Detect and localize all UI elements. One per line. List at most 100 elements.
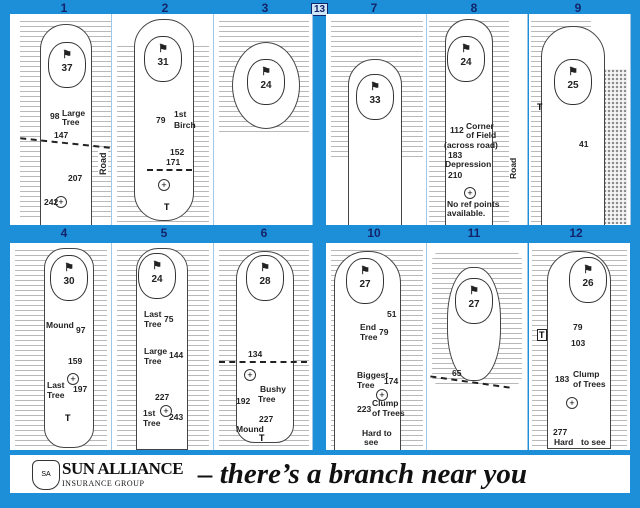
tee-marker: T bbox=[537, 329, 547, 341]
label: Tree bbox=[47, 390, 65, 400]
green-length: 24 bbox=[151, 274, 163, 285]
green: ⚑ 26 bbox=[569, 257, 607, 303]
flag-icon: ⚑ bbox=[583, 264, 593, 276]
label: of Trees bbox=[372, 408, 405, 418]
target-icon: + bbox=[55, 196, 67, 208]
label: 192 bbox=[236, 396, 251, 406]
label: 227 bbox=[155, 392, 170, 402]
hole-number: 1 bbox=[60, 1, 68, 15]
label: 174 bbox=[384, 376, 399, 386]
target-icon: + bbox=[376, 389, 388, 401]
flag-icon: ⚑ bbox=[158, 43, 168, 55]
label: 277 bbox=[553, 427, 568, 437]
green: ⚑28 bbox=[246, 255, 284, 301]
label: Tree bbox=[144, 319, 162, 329]
label: Mound bbox=[46, 320, 74, 330]
label: Large bbox=[144, 346, 168, 356]
label: Tree bbox=[144, 356, 162, 366]
hole-number: 6 bbox=[260, 226, 268, 240]
label: of Field bbox=[466, 130, 497, 140]
hole-number: 12 bbox=[569, 226, 583, 240]
green-length: 24 bbox=[460, 57, 472, 68]
tee-marker: T bbox=[164, 202, 170, 212]
label: 79 bbox=[573, 322, 583, 332]
brand-subtitle: INSURANCE GROUP bbox=[62, 479, 145, 488]
label: 41 bbox=[579, 139, 589, 149]
green: ⚑24 bbox=[247, 59, 285, 105]
label: Birch bbox=[174, 120, 196, 130]
label: Hard to bbox=[362, 428, 392, 438]
label: to see bbox=[581, 437, 606, 447]
label: Corner bbox=[466, 121, 494, 131]
label: Bushy bbox=[260, 384, 286, 394]
boundary-line bbox=[219, 361, 307, 363]
hole-1-map: ⚑37 98 Large Tree 147 Road + 207 242 bbox=[10, 14, 112, 225]
label: Last bbox=[144, 309, 162, 319]
label: Tree bbox=[143, 418, 161, 428]
label: Hard bbox=[554, 437, 574, 447]
hole-number: 9 bbox=[574, 1, 582, 15]
tee-marker: T bbox=[537, 102, 543, 112]
sun-alliance-logo: SA bbox=[32, 460, 60, 490]
hole-12-map: ⚑26 T 79 103 183 Clump of Trees + 277 Ha… bbox=[529, 243, 630, 450]
flag-icon: ⚑ bbox=[370, 81, 380, 93]
label: 207 bbox=[68, 173, 83, 183]
label: 183 bbox=[448, 150, 463, 160]
hole-7-map: ⚑33 bbox=[326, 14, 427, 225]
label: (across road) bbox=[444, 140, 498, 150]
label: 97 bbox=[76, 325, 86, 335]
boundary-line bbox=[147, 169, 192, 171]
target-icon: + bbox=[160, 405, 172, 417]
hole-9-map: ⚑ 25 T 41 bbox=[529, 14, 631, 225]
green: ⚑ 24 bbox=[138, 253, 176, 299]
hole-5-map: ⚑ 24 Last Tree 75 Large Tree 144 227 + 1s… bbox=[112, 243, 214, 450]
flag-icon: ⚑ bbox=[461, 43, 471, 55]
green: ⚑ 25 bbox=[554, 59, 592, 105]
label: Mound bbox=[236, 424, 264, 434]
flag-icon: ⚑ bbox=[152, 260, 162, 272]
green: ⚑27 bbox=[455, 278, 493, 324]
hole-3-map: ⚑24 bbox=[214, 14, 313, 225]
target-icon: + bbox=[464, 187, 476, 199]
green-length: 27 bbox=[468, 299, 480, 310]
fairway bbox=[541, 26, 605, 225]
hole-4-map: ⚑30 Mound 97 159 + Last Tree 197 T bbox=[10, 243, 112, 450]
green-length: 25 bbox=[567, 80, 579, 91]
green: ⚑27 bbox=[346, 258, 384, 304]
flag-icon: ⚑ bbox=[568, 66, 578, 78]
label: 79 bbox=[156, 115, 166, 125]
label: 242 bbox=[44, 197, 59, 207]
green-length: 30 bbox=[63, 276, 75, 287]
hole-number: 3 bbox=[261, 1, 269, 15]
target-icon: + bbox=[67, 373, 79, 385]
green: ⚑ 37 bbox=[48, 42, 86, 88]
label: 51 bbox=[387, 309, 397, 319]
green: ⚑31 bbox=[144, 36, 182, 82]
target-icon: + bbox=[244, 369, 256, 381]
label: Biggest bbox=[357, 370, 389, 380]
hole-number: 2 bbox=[161, 1, 169, 15]
brand-name: SUN ALLIANCE bbox=[62, 459, 184, 478]
label: No ref points bbox=[447, 199, 500, 209]
label: Tree bbox=[258, 394, 276, 404]
flag-icon: ⚑ bbox=[360, 265, 370, 277]
page-marker: 13 bbox=[311, 3, 329, 16]
label: Clump bbox=[573, 369, 600, 379]
label: Depression bbox=[445, 159, 492, 169]
label: 183 bbox=[555, 374, 570, 384]
green-length: 26 bbox=[582, 278, 594, 289]
label: 75 bbox=[164, 314, 174, 324]
label: 210 bbox=[448, 170, 463, 180]
label: of Trees bbox=[573, 379, 606, 389]
green-length: 37 bbox=[61, 63, 73, 74]
hole-number: 4 bbox=[60, 226, 68, 240]
label: 144 bbox=[169, 350, 184, 360]
label: 1st bbox=[143, 408, 156, 418]
hole-6-map: ⚑28 134 + Bushy Tree 192 227 Mound T bbox=[214, 243, 313, 450]
label: Last bbox=[47, 380, 65, 390]
flag-icon: ⚑ bbox=[261, 66, 271, 78]
label: see bbox=[364, 437, 379, 447]
flag-icon: ⚑ bbox=[62, 49, 72, 61]
hole-number: 8 bbox=[470, 1, 478, 15]
label: 79 bbox=[379, 327, 389, 337]
